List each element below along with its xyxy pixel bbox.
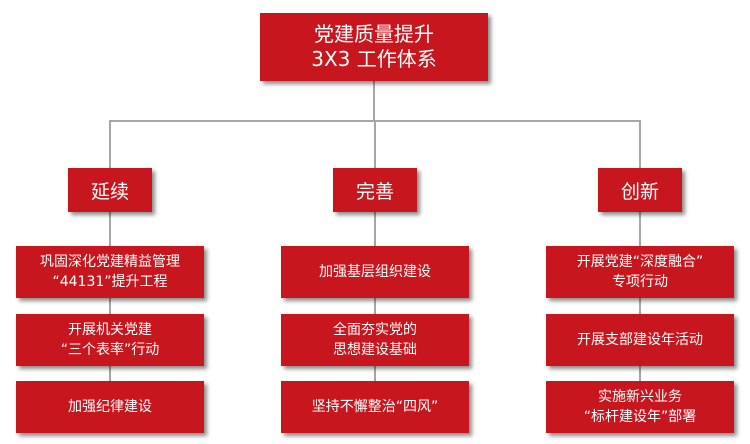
item-line2: 思想建设基础 [333, 342, 417, 358]
category-box-innovate: 创新 [598, 168, 682, 212]
category-label: 创新 [620, 180, 659, 203]
item-line1: 加强纪律建设 [68, 399, 152, 415]
item-line1: 开展机关党建 [68, 322, 152, 338]
item-box: 实施新兴业务 “标杆建设年”部署 [546, 381, 734, 433]
item-line1: 加强基层组织建设 [319, 264, 431, 280]
item-box: 加强基层组织建设 [281, 246, 469, 298]
root-title-line2: 3X3 工作体系 [311, 47, 437, 71]
item-line1: 实施新兴业务 [598, 389, 682, 405]
root-box: 党建质量提升 3X3 工作体系 [260, 13, 488, 81]
item-box: 加强纪律建设 [16, 381, 204, 433]
item-line2: 专项行动 [612, 274, 668, 290]
item-line1: 开展党建“深度融合” [576, 254, 704, 270]
item-box: 开展机关党建 “三个表率”行动 [16, 314, 204, 366]
connector-col3-down [639, 120, 641, 168]
item-box: 开展党建“深度融合” 专项行动 [546, 246, 734, 298]
category-box-improve: 完善 [333, 168, 417, 212]
category-label: 完善 [355, 180, 394, 203]
category-box-continue: 延续 [68, 168, 152, 212]
category-label: 延续 [90, 180, 129, 203]
item-box: 全面夯实党的 思想建设基础 [281, 314, 469, 366]
connector-col2-down [374, 120, 376, 168]
item-box: 开展支部建设年活动 [546, 314, 734, 366]
item-line1: 全面夯实党的 [333, 322, 417, 338]
item-line2: “三个表率”行动 [60, 342, 160, 358]
root-title-line1: 党建质量提升 [314, 22, 434, 46]
item-box: 巩固深化党建精益管理 “44131”提升工程 [16, 246, 204, 298]
item-line1: 坚持不懈整治“四风” [311, 399, 439, 415]
item-line2: “标杆建设年”部署 [583, 409, 697, 425]
connector-root-down [373, 81, 375, 121]
item-box: 坚持不懈整治“四风” [281, 381, 469, 433]
item-line2: “44131”提升工程 [52, 274, 168, 290]
connector-col1-down [109, 120, 111, 168]
item-line1: 巩固深化党建精益管理 [40, 254, 180, 270]
item-line1: 开展支部建设年活动 [577, 332, 703, 348]
